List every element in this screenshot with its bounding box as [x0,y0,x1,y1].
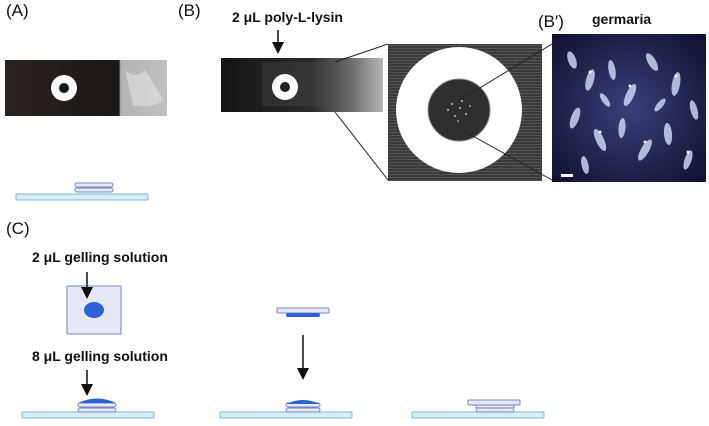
germaria-pointer-top [459,43,553,101]
scale-bar-icon [561,174,573,177]
zoom-line-top [334,43,389,63]
slide-photo-b [221,58,383,112]
gelling-2ul-label: 2 μL gelling solution [32,249,168,265]
arrow-2ul-icon [81,272,93,299]
germaria-micrograph [552,34,706,182]
side-schematic-c2-top [276,307,330,317]
slide-photo-a [5,60,167,116]
poly-lysine-label: 2 μL poly-L-lysin [232,9,343,25]
side-schematic-a [15,182,149,201]
panel-label-b-prime: (B′) [538,12,564,31]
arrow-8ul-icon [81,370,93,396]
panel-label-c: (C) [6,219,30,238]
top-view-coverslip [66,285,122,335]
zoom-photo-b [388,44,542,181]
arrow-down-c2-icon [297,335,309,380]
germaria-pointer-bottom [461,129,553,181]
panel-label-b: (B) [178,1,201,20]
germaria-label: germaria [592,11,652,27]
zoom-line-bottom [334,111,389,181]
arrow-down-icon [272,30,284,54]
side-schematic-c2 [219,400,353,419]
side-schematic-c3 [411,399,545,419]
side-schematic-c1 [21,398,155,419]
gelling-8ul-label: 8 μL gelling solution [32,348,168,364]
panel-label-a: (A) [6,1,29,20]
